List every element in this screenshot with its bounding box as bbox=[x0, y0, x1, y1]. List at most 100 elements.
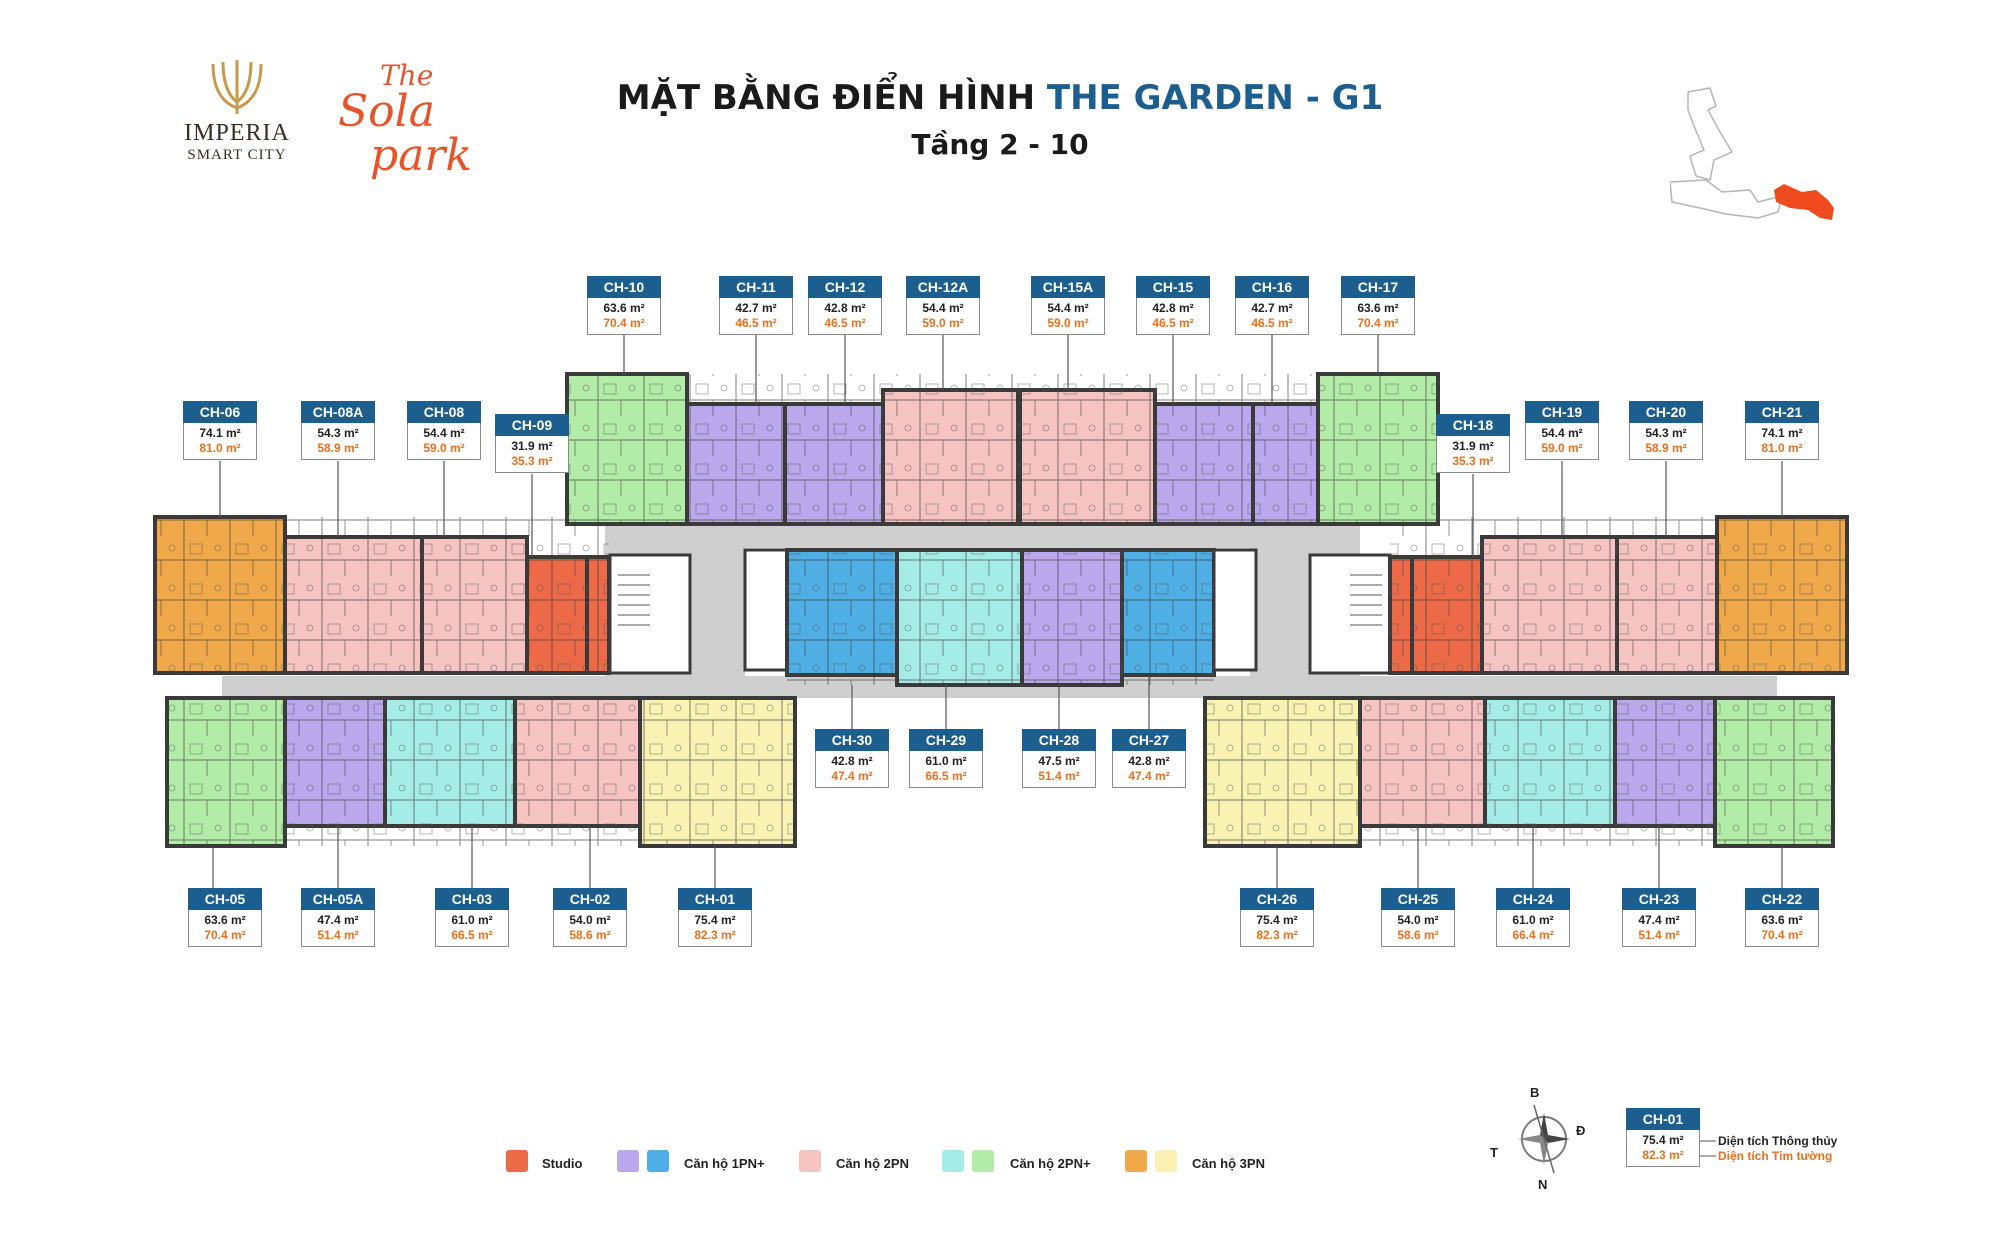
unit-code: CH-18 bbox=[1436, 414, 1510, 436]
area-net: 42.8 m² bbox=[1152, 301, 1194, 315]
area-net: 42.8 m² bbox=[824, 301, 866, 315]
area-gross: 66.5 m² bbox=[925, 769, 967, 783]
imperia-logo: IMPERIA SMART CITY bbox=[172, 58, 302, 164]
compass: B N Đ T bbox=[1490, 1085, 1610, 1195]
area-net: 63.6 m² bbox=[1357, 301, 1399, 315]
sola-park-logo: The Sola park bbox=[338, 62, 478, 178]
area-net: 54.3 m² bbox=[317, 426, 359, 440]
area-gross: 51.4 m² bbox=[1638, 928, 1680, 942]
unit-code: CH-22 bbox=[1745, 888, 1819, 910]
area-gross: 51.4 m² bbox=[317, 928, 359, 942]
area-net: 75.4 m² bbox=[1256, 913, 1298, 927]
unit-code: CH-12A bbox=[906, 276, 980, 298]
keyplan-building-b bbox=[1670, 179, 1784, 219]
key-label-net: Diện tích Thông thủy bbox=[1718, 1134, 1838, 1148]
imperia-subtitle: SMART CITY bbox=[187, 147, 287, 163]
key-leader-lines bbox=[1700, 1140, 1716, 1157]
sola-text: Sola bbox=[338, 86, 435, 137]
unit-code: CH-19 bbox=[1525, 401, 1599, 423]
unit-code: CH-28 bbox=[1022, 729, 1096, 751]
area-gross: 58.9 m² bbox=[1645, 441, 1687, 455]
keyplan-building-a bbox=[1687, 87, 1734, 181]
unit-code: CH-25 bbox=[1381, 888, 1455, 910]
unit-code: CH-06 bbox=[183, 401, 257, 423]
imperia-name: IMPERIA bbox=[184, 120, 290, 146]
unit-code: CH-09 bbox=[495, 414, 569, 436]
area-net: 75.4 m² bbox=[694, 913, 736, 927]
area-net: 63.6 m² bbox=[204, 913, 246, 927]
core-mid-right bbox=[1212, 548, 1258, 672]
unit-code: CH-21 bbox=[1745, 401, 1819, 423]
legend-swatch-1pn-blue bbox=[647, 1150, 669, 1172]
compass-west: T bbox=[1490, 1145, 1498, 1160]
unit-code: CH-15 bbox=[1136, 276, 1210, 298]
key-area-gross: 82.3 m² bbox=[1642, 1148, 1684, 1162]
area-gross: 70.4 m² bbox=[1761, 928, 1803, 942]
area-gross: 47.4 m² bbox=[831, 769, 873, 783]
area-gross: 70.4 m² bbox=[603, 316, 645, 330]
legend-swatch-2pn bbox=[799, 1150, 821, 1172]
compass-north: B bbox=[1530, 1085, 1540, 1100]
unit-code: CH-16 bbox=[1235, 276, 1309, 298]
area-gross: 70.4 m² bbox=[204, 928, 246, 942]
area-net: 31.9 m² bbox=[511, 439, 553, 453]
unit-code: CH-29 bbox=[909, 729, 983, 751]
area-gross: 66.5 m² bbox=[451, 928, 493, 942]
area-gross: 46.5 m² bbox=[735, 316, 777, 330]
area-net: 54.4 m² bbox=[922, 301, 964, 315]
room-partitions bbox=[155, 374, 1847, 846]
area-gross: 59.0 m² bbox=[922, 316, 964, 330]
area-net: 47.5 m² bbox=[1038, 754, 1080, 768]
area-gross: 47.4 m² bbox=[1128, 769, 1170, 783]
legend-swatch-3pn-orange bbox=[1125, 1150, 1147, 1172]
area-gross: 46.5 m² bbox=[1152, 316, 1194, 330]
legend-swatch-studio bbox=[506, 1150, 528, 1172]
leader-lines bbox=[212, 335, 1783, 888]
area-gross: 46.5 m² bbox=[1251, 316, 1293, 330]
area-net: 61.0 m² bbox=[1512, 913, 1554, 927]
area-net: 42.7 m² bbox=[1251, 301, 1293, 315]
key-plan bbox=[1670, 87, 1834, 220]
unit-code: CH-24 bbox=[1496, 888, 1570, 910]
legend-label-2pn: Căn hộ 2PN bbox=[836, 1156, 909, 1171]
area-net: 42.8 m² bbox=[831, 754, 873, 768]
legend-swatch-2pn-plus-green bbox=[972, 1150, 994, 1172]
area-net: 74.1 m² bbox=[1761, 426, 1803, 440]
page-subtitle: Tầng 2 - 10 bbox=[911, 128, 1089, 161]
area-gross: 59.0 m² bbox=[1541, 441, 1583, 455]
area-net: 61.0 m² bbox=[451, 913, 493, 927]
area-gross: 58.6 m² bbox=[1397, 928, 1439, 942]
stair-core-left bbox=[608, 553, 692, 675]
unit-code: CH-12 bbox=[808, 276, 882, 298]
area-gross: 59.0 m² bbox=[423, 441, 465, 455]
compass-rose-icon bbox=[1518, 1104, 1570, 1174]
unit-code: CH-02 bbox=[553, 888, 627, 910]
legend-swatch-2pn-plus-cyan bbox=[942, 1150, 964, 1172]
area-net: 31.9 m² bbox=[1452, 439, 1494, 453]
area-net: 63.6 m² bbox=[603, 301, 645, 315]
area-net: 42.7 m² bbox=[735, 301, 777, 315]
legend-label-studio: Studio bbox=[542, 1156, 583, 1171]
unit-code: CH-08 bbox=[407, 401, 481, 423]
area-net: 74.1 m² bbox=[199, 426, 241, 440]
